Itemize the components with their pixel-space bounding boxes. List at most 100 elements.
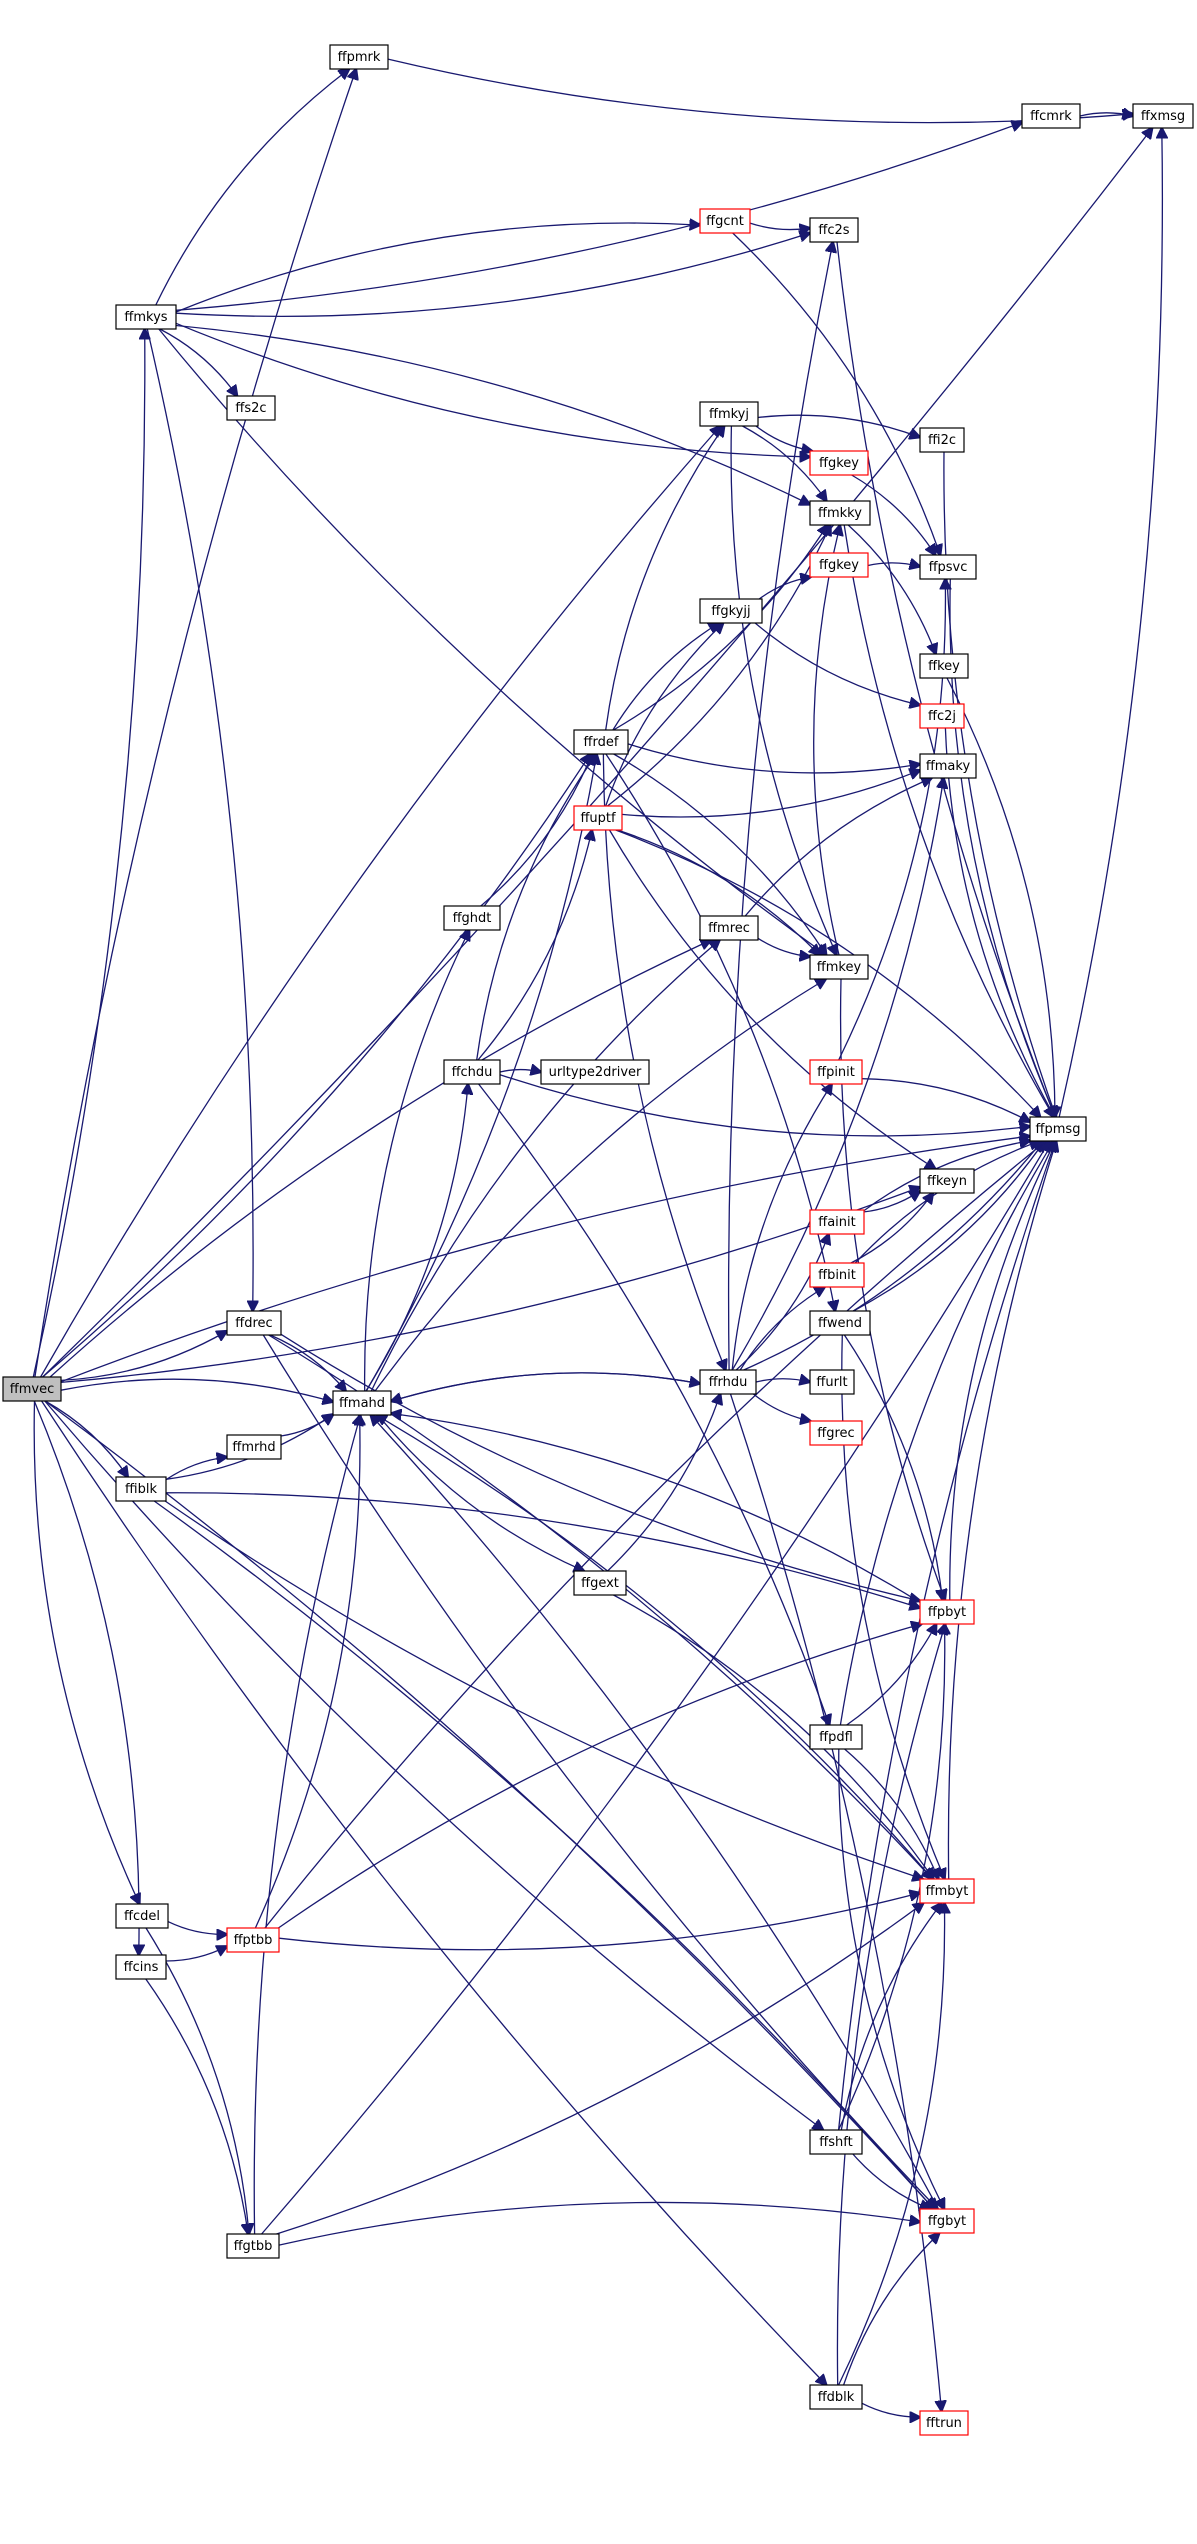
edge-ffmahd-to-ffgext bbox=[377, 1414, 584, 1571]
edge-ffmahd-to-ffmrec bbox=[370, 940, 719, 1392]
node-ffgkyjj[interactable]: ffgkyjj bbox=[699, 598, 763, 624]
node-ffpmsg[interactable]: ffpmsg bbox=[1029, 1116, 1087, 1142]
node-ffi2c[interactable]: ffi2c bbox=[919, 427, 965, 453]
node-ffmkky[interactable]: ffmkky bbox=[809, 500, 871, 526]
node-ffpsvc[interactable]: ffpsvc bbox=[919, 554, 977, 580]
edge-ffmahd-to-ffrdef bbox=[365, 754, 596, 1392]
node-ffrhdu[interactable]: ffrhdu bbox=[699, 1369, 757, 1395]
node-ffghdt[interactable]: ffghdt bbox=[443, 905, 501, 931]
node-ffkeyn[interactable]: ffkeyn bbox=[919, 1168, 975, 1194]
edge-ffptbb-to-ffpmsg bbox=[264, 1141, 1046, 1929]
node-ffkey[interactable]: ffkey bbox=[919, 653, 969, 679]
node-label: ffmrec bbox=[708, 921, 750, 936]
node-label: ffgkey bbox=[819, 456, 859, 471]
node-ffwend[interactable]: ffwend bbox=[809, 1310, 871, 1336]
edge-ffdrec-to-ffgbyt bbox=[262, 1334, 937, 2209]
node-ffmaky[interactable]: ffmaky bbox=[919, 753, 977, 779]
node-ffurlt[interactable]: ffurlt bbox=[809, 1369, 855, 1395]
edge-ffchdu-to-ffrdef bbox=[476, 754, 597, 1061]
node-ffmbyt[interactable]: ffmbyt bbox=[919, 1878, 975, 1904]
node-box bbox=[919, 703, 965, 729]
node-ffmkey[interactable]: ffmkey bbox=[809, 954, 869, 980]
node-ffgrec[interactable]: ffgrec bbox=[809, 1420, 863, 1446]
node-ffpinit[interactable]: ffpinit bbox=[809, 1059, 863, 1085]
node-ffmkyj[interactable]: ffmkyj bbox=[699, 401, 759, 427]
edge-ffdrec-to-ffpbyt bbox=[280, 1333, 920, 1600]
node-urltype2driver[interactable]: urltype2driver bbox=[540, 1059, 650, 1085]
node-ffcdel[interactable]: ffcdel bbox=[115, 1903, 169, 1929]
edge-ffmahd-to-ffchdu bbox=[365, 1084, 468, 1392]
edge-ffuptf-to-ffmkey bbox=[617, 829, 819, 955]
node-ffmkys[interactable]: ffmkys bbox=[115, 304, 177, 330]
node-ffcmrk[interactable]: ffcmrk bbox=[1021, 103, 1081, 129]
edge-ffptbb-to-ffmahd bbox=[254, 1415, 360, 1929]
edge-ffdblk-to-ffmbyt bbox=[838, 1903, 945, 2386]
edge-ffrhdu-to-ffgrec bbox=[752, 1393, 810, 1421]
node-ffc2j[interactable]: ffc2j bbox=[919, 703, 965, 729]
edge-ffgkyjj-to-ffgkey_b bbox=[758, 577, 811, 600]
node-ffrdef[interactable]: ffrdef bbox=[573, 729, 629, 755]
node-ffdblk[interactable]: ffdblk bbox=[809, 2384, 863, 2410]
edge-ffpdfl-to-ffmbyt bbox=[844, 1748, 939, 1879]
edge-ffcdel-to-ffgtbb bbox=[145, 1927, 249, 2234]
node-ffiblk[interactable]: ffiblk bbox=[115, 1476, 167, 1502]
node-box bbox=[699, 915, 759, 941]
node-label: ffgrec bbox=[817, 1426, 854, 1441]
edge-ffuptf-to-ffkeyn bbox=[608, 829, 936, 1169]
node-box bbox=[809, 552, 869, 578]
node-ffmrec[interactable]: ffmrec bbox=[699, 915, 759, 941]
node-label: urltype2driver bbox=[549, 1065, 642, 1080]
node-ffc2s[interactable]: ffc2s bbox=[809, 217, 859, 243]
node-ffshft[interactable]: ffshft bbox=[809, 2129, 863, 2155]
node-ffptbb[interactable]: ffptbb bbox=[226, 1927, 280, 1953]
node-label: ffcmrk bbox=[1030, 109, 1072, 124]
node-box bbox=[919, 2410, 969, 2436]
node-ffpbyt[interactable]: ffpbyt bbox=[919, 1599, 975, 1625]
node-ffgtbb[interactable]: ffgtbb bbox=[226, 2233, 280, 2259]
node-ffdrec[interactable]: ffdrec bbox=[226, 1310, 282, 1336]
node-ffgkey-b[interactable]: ffgkey bbox=[809, 552, 869, 578]
node-ffgcnt[interactable]: ffgcnt bbox=[699, 208, 751, 234]
node-ffmrhd[interactable]: ffmrhd bbox=[226, 1434, 282, 1460]
node-ffxmsg[interactable]: ffxmsg bbox=[1132, 103, 1194, 129]
node-label: ffdrec bbox=[235, 1316, 272, 1331]
node-box bbox=[226, 2233, 280, 2259]
node-ffpdfl[interactable]: ffpdfl bbox=[809, 1724, 863, 1750]
node-ffmahd[interactable]: ffmahd bbox=[332, 1390, 392, 1416]
node-ffuptf[interactable]: ffuptf bbox=[573, 805, 623, 831]
edge-ffrhdu-to-ffurlt bbox=[755, 1379, 810, 1382]
edge-ffmvec-to-ffcdel bbox=[33, 1400, 139, 1904]
node-ffainit[interactable]: ffainit bbox=[809, 1209, 865, 1235]
node-box bbox=[540, 1059, 650, 1085]
edge-ffmvec-to-ffshft bbox=[44, 1400, 823, 2130]
node-label: ffmkyj bbox=[709, 407, 749, 422]
node-ffgkey-a[interactable]: ffgkey bbox=[809, 450, 869, 476]
node-box bbox=[809, 500, 871, 526]
edge-ffdblk-to-ffpbyt bbox=[836, 1624, 945, 2386]
node-ffs2c[interactable]: ffs2c bbox=[226, 395, 276, 421]
node-ffgext[interactable]: ffgext bbox=[573, 1570, 627, 1596]
node-box bbox=[919, 1878, 975, 1904]
node-label: ffmaky bbox=[926, 759, 971, 774]
node-box bbox=[919, 1168, 975, 1194]
node-fftrun[interactable]: fftrun bbox=[919, 2410, 969, 2436]
node-ffpmrk[interactable]: ffpmrk bbox=[329, 44, 389, 70]
node-label: ffgkyjj bbox=[711, 604, 750, 619]
edge-ffmrec-to-ffmkey bbox=[757, 937, 810, 956]
edge-ffdblk-to-ffgbyt bbox=[842, 2233, 940, 2386]
node-ffbinit[interactable]: ffbinit bbox=[809, 1262, 865, 1288]
edge-layer bbox=[32, 58, 1162, 2417]
node-ffcins[interactable]: ffcins bbox=[115, 1954, 167, 1980]
node-box bbox=[115, 1903, 169, 1929]
node-ffmvec[interactable]: ffmvec bbox=[2, 1376, 62, 1402]
node-box bbox=[919, 2208, 975, 2234]
node-label: ffc2j bbox=[928, 709, 956, 724]
node-label: ffwend bbox=[818, 1316, 862, 1331]
edge-ffptbb-to-ffpbyt bbox=[278, 1624, 921, 1929]
edge-ffmvec-to-ffdrec bbox=[60, 1331, 227, 1382]
node-ffgbyt[interactable]: ffgbyt bbox=[919, 2208, 975, 2234]
edge-ffkey-to-ffpmsg bbox=[946, 677, 1055, 1117]
node-label: ffghdt bbox=[453, 911, 492, 926]
node-ffchdu[interactable]: ffchdu bbox=[443, 1059, 501, 1085]
